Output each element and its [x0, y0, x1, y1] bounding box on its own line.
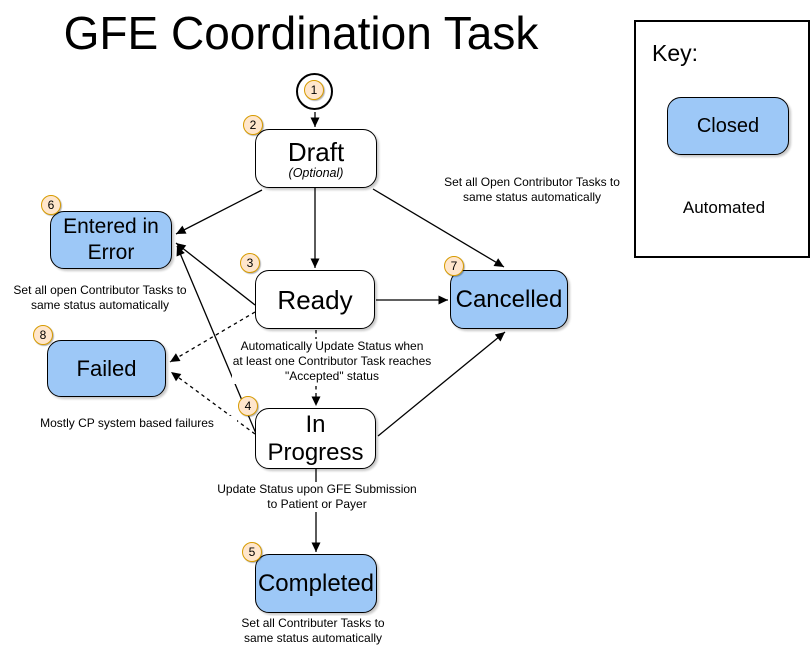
state-failed: Failed	[47, 340, 166, 397]
legend-closed-state: Closed	[667, 97, 789, 155]
legend-automated-label: Automated	[682, 198, 766, 217]
step-badge-6: 6	[41, 195, 61, 215]
annotation-draft-to-cancelled: Set all Open Contributor Tasks to same s…	[432, 175, 632, 205]
page-title: GFE Coordination Task	[63, 7, 539, 59]
state-draft: Draft (Optional)	[255, 129, 377, 188]
state-failed-label: Failed	[76, 355, 137, 381]
step-badge-3: 3	[240, 253, 260, 273]
state-draft-label: Draft	[287, 136, 345, 167]
annotation-in-progress-to-completed: Update Status upon GFE Submission to Pat…	[212, 482, 422, 512]
legend-box: Key: Closed Automated	[634, 20, 810, 258]
state-ready: Ready	[255, 270, 375, 329]
step-badge-8: 8	[33, 325, 53, 345]
state-completed-label: Completed	[257, 569, 375, 597]
state-entered-in-error-label: Entered in Error	[63, 215, 159, 264]
state-draft-sublabel: (Optional)	[288, 165, 344, 180]
annotation-entered-in-error: Set all open Contributor Tasks to same s…	[10, 283, 190, 313]
state-cancelled: Cancelled	[450, 270, 568, 329]
legend-closed-label: Closed	[696, 115, 760, 137]
state-cancelled-label: Cancelled	[455, 285, 563, 313]
annotation-failed: Mostly CP system based failures	[17, 416, 237, 431]
step-badge-7: 7	[444, 256, 464, 276]
state-ready-label: Ready	[277, 284, 353, 315]
step-badge-4: 4	[238, 396, 258, 416]
step-badge-2: 2	[243, 115, 263, 135]
state-entered-in-error: Entered in Error	[50, 211, 172, 269]
state-in-progress: In Progress	[255, 408, 376, 469]
state-in-progress-label: In Progress	[267, 410, 364, 466]
state-completed: Completed	[255, 554, 377, 613]
annotation-ready-to-in-progress: Automatically Update Status when at leas…	[232, 339, 432, 384]
step-badge-1: 1	[304, 80, 324, 100]
annotation-completed: Set all Contributer Tasks to same status…	[213, 616, 413, 646]
edge-draft-to-entered-in-error	[175, 189, 263, 235]
legend-heading: Key:	[652, 40, 699, 66]
step-badge-5: 5	[242, 542, 262, 562]
